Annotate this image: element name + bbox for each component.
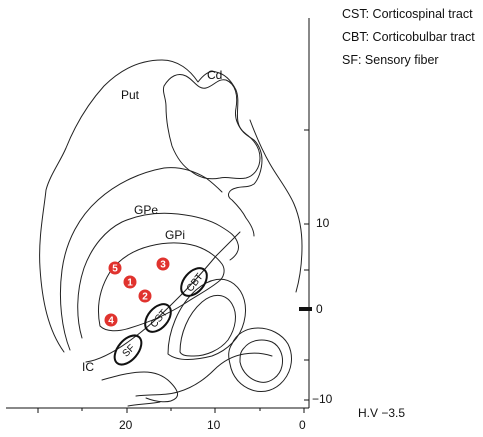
- thalamus-inner-outline: [179, 295, 236, 357]
- thalamus-outline: [167, 278, 247, 360]
- electrode-marker-2: [138, 289, 152, 303]
- lower-contour-2: [135, 352, 273, 397]
- electrode-label-2: 2: [142, 292, 148, 303]
- gpe-outline: [77, 212, 239, 339]
- section-edge: [249, 119, 303, 293]
- electrode-marker-4: [104, 313, 118, 327]
- legend-sf: SF: Sensory fiber: [342, 53, 439, 67]
- electrode-marker-5: [108, 261, 122, 275]
- stn-inner-outline: [239, 339, 283, 383]
- y-tick-label-0: 0: [316, 302, 323, 316]
- electrode-label-1: 1: [127, 278, 133, 289]
- stn-outline: [228, 327, 292, 393]
- cst-tract-ellipse: [144, 303, 172, 333]
- gpi-outline: [97, 242, 225, 332]
- electrode-markers: [104, 257, 170, 327]
- label-putamen: Put: [121, 88, 140, 102]
- electrode-label-3: 3: [160, 260, 166, 271]
- cbt-tract-ellipse: [180, 267, 208, 297]
- legend-cst: CST: Corticospinal tract: [342, 7, 473, 21]
- zero-marker: [299, 307, 312, 311]
- lower-contour-1: [101, 371, 179, 403]
- label-gpi: GPi: [165, 228, 186, 242]
- legend-cbt: CBT: Corticobulbar tract: [342, 30, 475, 44]
- label-caudate: Cd: [207, 68, 223, 82]
- electrode-label-5: 5: [112, 264, 118, 275]
- caudate-outline: [162, 73, 261, 180]
- sf-tract-ellipse: [113, 334, 143, 366]
- label-gpe: GPe: [134, 203, 159, 217]
- x-tick-label-0: 0: [299, 418, 306, 432]
- label-internal-capsule: IC: [82, 360, 94, 374]
- electrode-marker-3: [156, 257, 170, 271]
- x-tick-label-20: 20: [119, 418, 133, 432]
- y-tick-label-10: 10: [316, 216, 330, 230]
- electrode-label-4: 4: [108, 316, 114, 327]
- lower-contour-3: [127, 401, 161, 407]
- x-tick-label-10: 10: [207, 418, 221, 432]
- putamen-boundary: [59, 167, 223, 351]
- y-tick-label-minus-10: −10: [312, 392, 333, 406]
- electrode-marker-1: [123, 275, 137, 289]
- capsule-outline: [85, 231, 241, 363]
- plane-label: H.V −3.5: [358, 406, 406, 420]
